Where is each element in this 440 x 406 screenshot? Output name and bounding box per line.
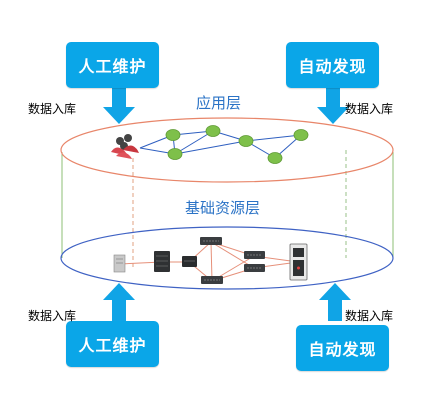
server-rack-icon [154, 251, 170, 272]
auto-discovery-box-bottom: 自动发现 [296, 325, 389, 371]
arrow-up-bottom-left [103, 283, 135, 321]
server-icon [113, 254, 126, 273]
application-layer-ellipse [60, 117, 394, 183]
app-node [293, 129, 309, 141]
manual-maintenance-box-top: 人工维护 [66, 42, 159, 88]
app-node [267, 152, 283, 164]
data-ingest-label-top-right: 数据入库 [345, 102, 394, 116]
switch-icon [200, 237, 222, 245]
data-ingest-label-bottom-left: 数据入库 [28, 309, 77, 323]
application-nodes [165, 125, 309, 164]
people-group-icon [111, 134, 139, 159]
switch-icon [201, 276, 223, 284]
switch-icon [182, 256, 197, 267]
app-node [205, 125, 221, 137]
app-node [238, 135, 254, 147]
arrow-up-bottom-right [319, 283, 351, 321]
data-ingest-label-bottom-right: 数据入库 [345, 309, 394, 323]
switch-icon [244, 251, 265, 259]
app-node [165, 129, 181, 141]
data-ingest-label-top-left: 数据入库 [28, 102, 77, 116]
auto-discovery-box-top: 自动发现 [286, 42, 379, 88]
manual-maintenance-box-bottom: 人工维护 [66, 321, 159, 367]
app-node [167, 148, 183, 160]
storage-tower-icon [289, 243, 308, 281]
infrastructure-links [119, 241, 299, 282]
infrastructure-layer-ellipse [60, 226, 394, 290]
infrastructure-layer-title: 基础资源层 [185, 199, 261, 217]
switch-icon [244, 264, 265, 272]
arrow-down-top-left [103, 88, 135, 124]
arrow-down-top-right [317, 88, 349, 124]
application-layer-title: 应用层 [196, 94, 242, 112]
